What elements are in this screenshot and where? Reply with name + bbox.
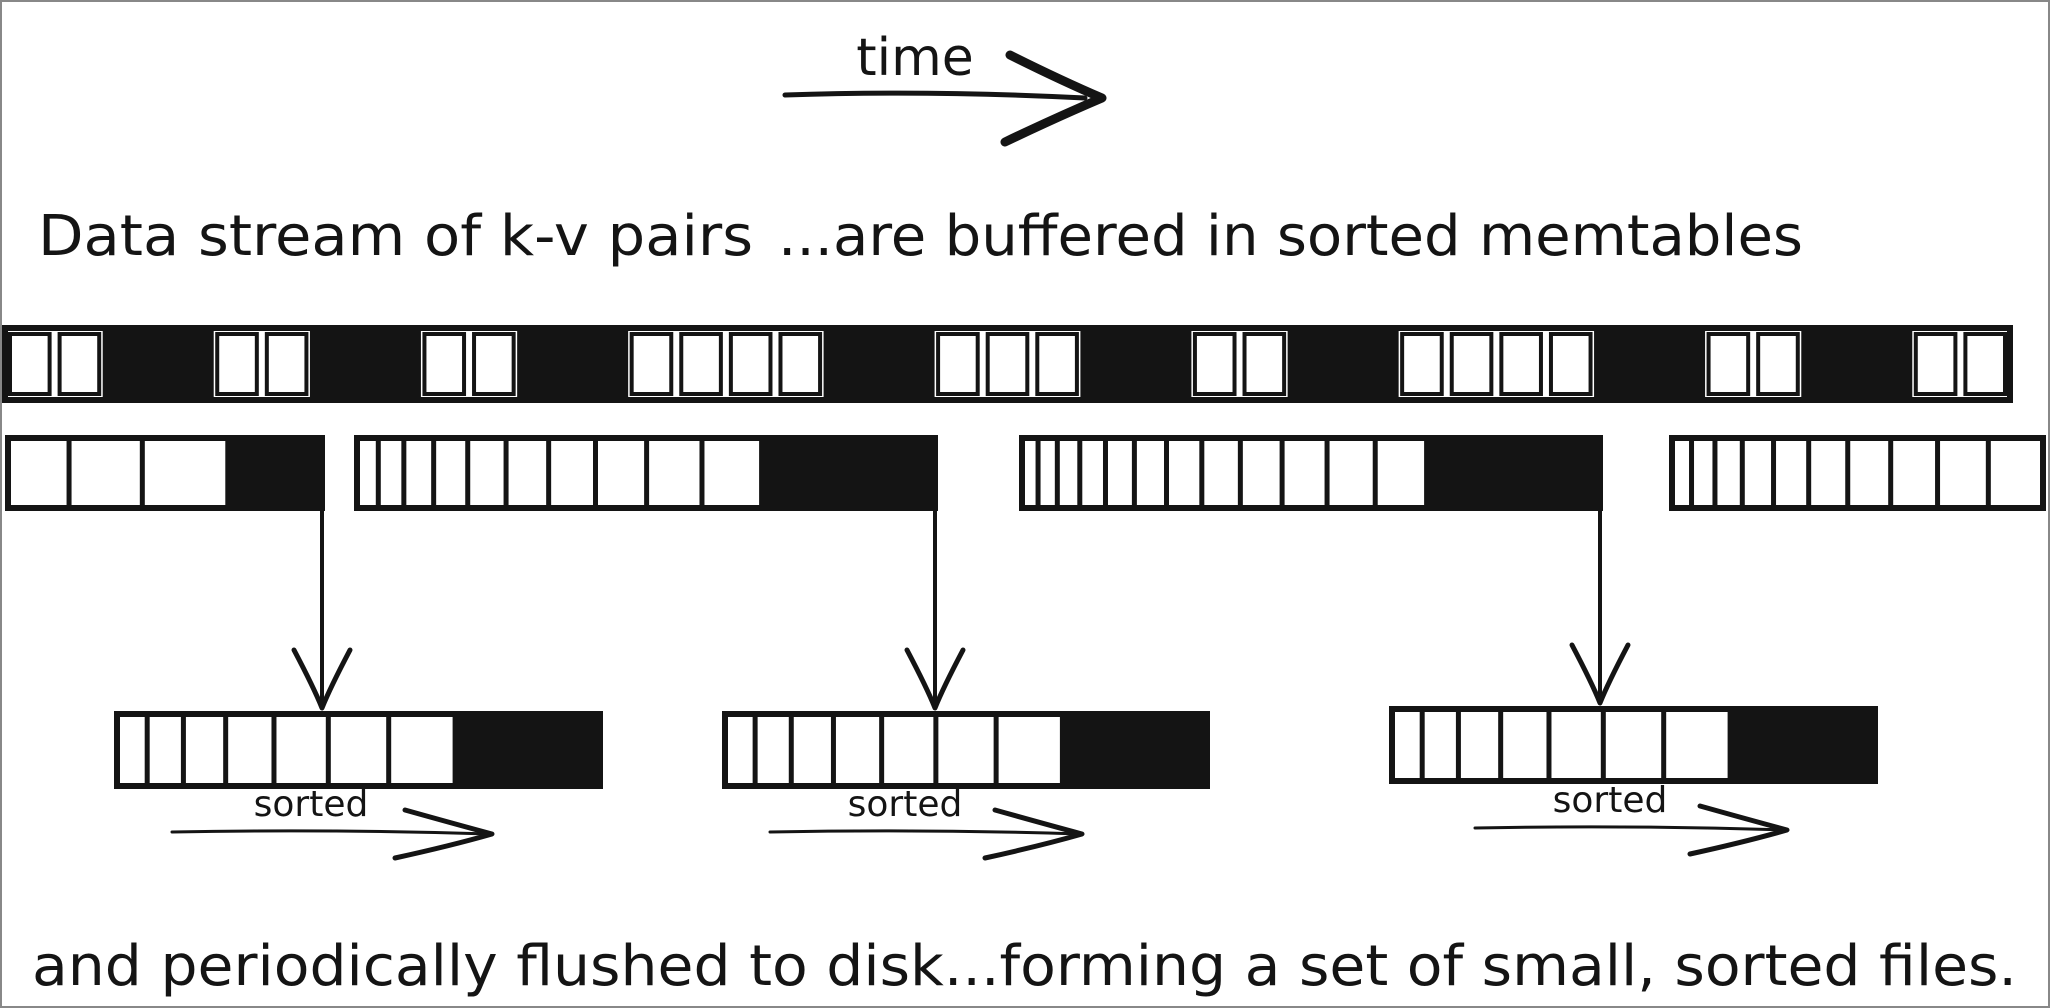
sorted-arrow-head — [982, 807, 1085, 861]
sorted-file-filled-region — [1060, 712, 1210, 788]
stream-cell — [1756, 332, 1800, 396]
sorted-file — [722, 711, 1210, 789]
sorted-arrow: sorted — [170, 784, 495, 861]
stream-cell — [936, 332, 980, 396]
stream-cell — [629, 332, 674, 396]
sorted-label: sorted — [254, 784, 369, 825]
stream-cell — [1499, 332, 1543, 396]
buffered-caption: ...are buffered in sorted memtables — [778, 204, 1803, 269]
stream-block — [517, 326, 629, 402]
flush-arrow-head — [1569, 642, 1631, 706]
sorted-arrow-shaft — [768, 829, 1082, 836]
sorted-label: sorted — [1553, 780, 1668, 821]
stream-cell — [57, 332, 102, 396]
stream-cell — [1035, 332, 1079, 396]
time-arrow-shaft — [782, 90, 1088, 101]
flush-arrow — [291, 506, 353, 711]
stream-block — [823, 326, 935, 402]
stream-cell — [1192, 332, 1237, 396]
sorted-files-row — [114, 706, 1878, 789]
flush-arrow — [904, 506, 966, 711]
stream-cell — [1706, 332, 1751, 396]
flushed-caption: and periodically flushed to disk...formi… — [32, 934, 2017, 999]
stream-cell — [8, 332, 52, 396]
flush-arrow-head — [291, 647, 353, 711]
sorted-arrow: sorted — [768, 784, 1085, 861]
stream-cell — [778, 332, 823, 396]
stream-cell — [679, 332, 723, 396]
sorted-arrow-head — [1687, 803, 1790, 857]
memtable — [1669, 435, 2046, 511]
stream-cell — [1913, 332, 1958, 396]
stream-cell — [215, 332, 259, 396]
memtable — [5, 435, 325, 511]
stream-block — [102, 326, 214, 402]
stream-cell — [264, 332, 309, 396]
sorted-arrow: sorted — [1473, 780, 1790, 857]
memtable — [1019, 435, 1603, 511]
flush-arrow — [1569, 506, 1631, 706]
sorted-arrow-shaft — [170, 829, 492, 836]
stream-cell — [985, 332, 1030, 396]
stream-cell — [1400, 332, 1444, 396]
sorted-arrows: sorted sorted sorted — [170, 780, 1790, 861]
stream-cell — [1242, 332, 1287, 396]
stream-cell — [472, 332, 516, 396]
stream-block — [309, 326, 421, 402]
memtable — [354, 435, 938, 511]
sorted-file — [114, 711, 603, 789]
stream-block — [1594, 326, 1706, 402]
stream-cell — [422, 332, 467, 396]
flush-arrows — [291, 506, 1631, 711]
memtable-filled-region — [759, 436, 937, 510]
time-arrow-head — [1000, 50, 1107, 147]
sorted-file-filled-region — [1728, 707, 1877, 783]
stream-cell — [1548, 332, 1593, 396]
memtable-filled-region — [1424, 436, 1602, 510]
stream-cell — [728, 332, 773, 396]
time-arrow — [782, 50, 1107, 147]
sorted-arrow-head — [392, 807, 495, 861]
time-label: time — [856, 28, 973, 88]
sorted-file-filled-region — [453, 712, 602, 788]
flush-arrow-head — [904, 647, 966, 711]
stream-cell — [1449, 332, 1494, 396]
sorted-label: sorted — [848, 784, 963, 825]
memtables-row — [5, 435, 2046, 511]
stream-block — [1080, 326, 1192, 402]
stream-block — [1801, 326, 1913, 402]
stream-cell — [1963, 332, 2007, 396]
stream-block — [1287, 326, 1399, 402]
memtable-filled-region — [225, 436, 324, 510]
stream-caption: Data stream of k-v pairs — [38, 204, 753, 269]
sorted-arrow-shaft — [1473, 825, 1787, 832]
data-stream-row — [2, 325, 2013, 403]
memtable-outline — [1669, 435, 2046, 511]
sorted-file — [1389, 706, 1878, 784]
